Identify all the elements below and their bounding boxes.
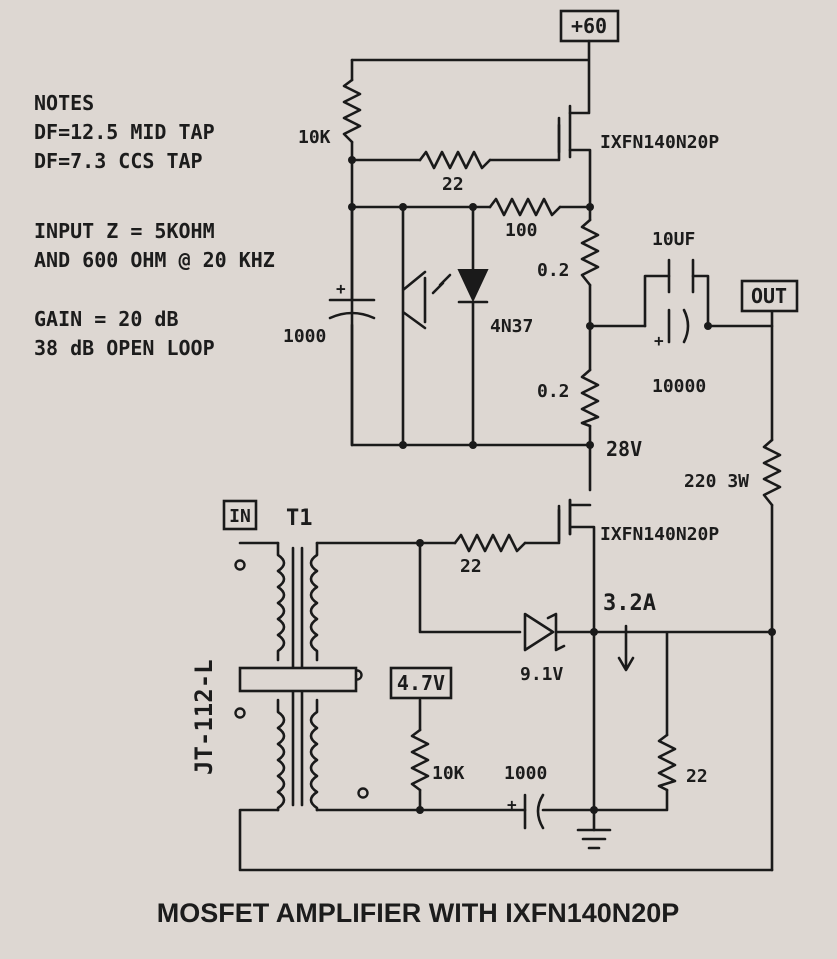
resistor-100 <box>488 197 562 217</box>
note-input-z-600: AND 600 OHM @ 20 KHZ <box>34 248 275 272</box>
resistor-0.2-bottom <box>580 368 600 428</box>
svg-text:+: + <box>336 279 346 298</box>
junction-dots <box>348 156 776 814</box>
bias-terminal: 4.7V <box>389 666 453 700</box>
capacitor-10000: + <box>654 308 690 350</box>
note-df-mid: DF=12.5 MID TAP <box>34 120 215 144</box>
capacitor-1000-bottom-label: 1000 <box>504 763 547 784</box>
resistor-100-label: 100 <box>505 220 538 241</box>
resistor-10k-top-label: 10K <box>298 127 331 148</box>
zener-label: 9.1V <box>520 664 564 685</box>
capacitor-1000-bottom: + <box>507 793 545 830</box>
capacitor-10uf <box>667 258 695 294</box>
notes-heading: NOTES <box>34 91 94 115</box>
svg-text:+: + <box>654 331 664 350</box>
ground-icon <box>576 828 612 850</box>
capacitor-1000-left-label: 1000 <box>283 326 326 347</box>
mosfet-bottom <box>557 498 572 542</box>
resistor-0.2-top <box>580 218 600 287</box>
resistor-22-right <box>657 733 677 792</box>
transformer-part-label: JT-112-L <box>190 659 218 775</box>
resistor-22-right-label: 22 <box>686 766 708 787</box>
note-input-z: INPUT Z = 5KOHM <box>34 219 215 243</box>
optocoupler-4n37 <box>423 269 489 324</box>
resistor-22-bottom <box>453 533 527 553</box>
resistor-0.2-bottom-label: 0.2 <box>537 381 570 402</box>
capacitor-10uf-label: 10UF <box>652 229 695 250</box>
current-label: 3.2A <box>603 591 656 616</box>
mosfet-bottom-label: IXFN140N20P <box>600 524 719 545</box>
capacitor-1000-left: + <box>328 279 376 320</box>
resistor-220-3w <box>762 438 782 507</box>
bias-label: 4.7V <box>397 671 445 695</box>
capacitor-10000-label: 10000 <box>652 376 706 397</box>
resistor-10k-bottom <box>410 728 430 792</box>
zener-diode <box>523 612 566 652</box>
note-df-ccs: DF=7.3 CCS TAP <box>34 149 203 173</box>
note-open-loop: 38 dB OPEN LOOP <box>34 336 215 360</box>
output-terminal: OUT <box>740 279 799 313</box>
note-gain: GAIN = 20 dB <box>34 307 179 331</box>
voltage-28v-label: 28V <box>606 437 642 461</box>
resistor-22-top <box>418 150 492 170</box>
resistor-22-bottom-label: 22 <box>460 556 482 577</box>
supply-label: +60 <box>571 14 607 38</box>
output-label: OUT <box>751 284 787 308</box>
input-terminal: IN <box>222 499 258 531</box>
bottom-wiring <box>418 498 774 832</box>
resistor-220-3w-label: 220 3W <box>684 471 749 492</box>
top-wiring <box>350 39 774 872</box>
current-arrow <box>617 624 635 672</box>
resistor-0.2-top-label: 0.2 <box>537 260 570 281</box>
transformer-t1 <box>238 541 774 872</box>
transformer-label: T1 <box>286 506 313 531</box>
notes-block: NOTES DF=12.5 MID TAP DF=7.3 CCS TAP INP… <box>34 91 275 360</box>
svg-text:+: + <box>507 795 517 814</box>
input-label: IN <box>229 506 251 527</box>
mosfet-top <box>557 104 572 159</box>
resistor-10k-bottom-label: 10K <box>432 763 465 784</box>
resistor-10k-top <box>342 78 362 144</box>
mosfet-top-label: IXFN140N20P <box>600 132 719 153</box>
supply-terminal: +60 <box>559 9 620 43</box>
optocoupler-label: 4N37 <box>490 316 533 337</box>
resistor-22-top-label: 22 <box>442 174 464 195</box>
diagram-title: MOSFET AMPLIFIER WITH IXFN140N20P <box>157 898 680 928</box>
